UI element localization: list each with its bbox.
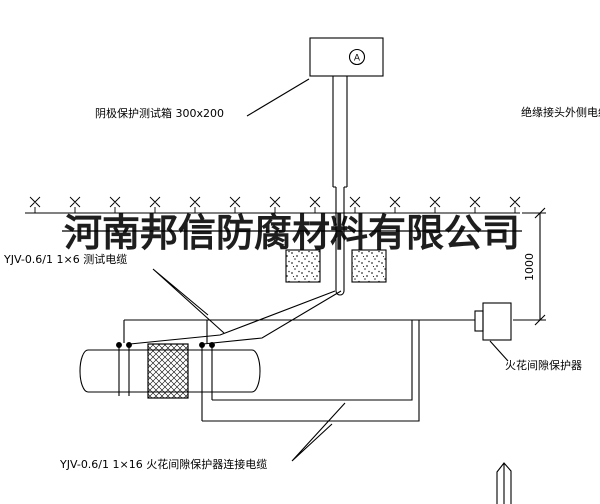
flange-left-lines xyxy=(118,346,130,396)
spark-gap-cable-label: YJV-0.6/1 1×16 火花间隙保护器连接电缆 xyxy=(59,457,267,471)
spark-gap-cable-drops xyxy=(123,320,208,343)
insulation-joint-cable-label: 绝缘接头外侧电缆 xyxy=(521,105,600,119)
cable-weld-dot-2 xyxy=(126,342,132,348)
corner-detail-symbol xyxy=(496,462,512,504)
cable-weld-dot-1 xyxy=(116,342,122,348)
test-cable-line-2 xyxy=(202,290,342,345)
concrete-block-right xyxy=(351,249,387,283)
spark-gap-cable-route-2 xyxy=(201,320,420,422)
test-cable-label: YJV-0.6/1 1×6 测试电缆 xyxy=(3,253,127,266)
flange-right-lines xyxy=(201,346,213,396)
concrete-block-left xyxy=(285,249,321,283)
spark-gap-cable-route-1 xyxy=(211,320,413,401)
test-box-outline xyxy=(309,37,384,77)
pipe-left-cap xyxy=(79,349,89,393)
pipe-right-cap xyxy=(251,349,261,393)
test-cable-line-1 xyxy=(129,290,336,345)
riser-conduit-upper xyxy=(332,76,348,188)
spark-gap-cable-leader-lines xyxy=(291,402,346,462)
company-watermark: 河南邦信防腐材料有限公司 xyxy=(64,210,520,255)
riser-conduit-lower xyxy=(335,187,345,291)
dimension-value: 1000 xyxy=(523,253,536,281)
ammeter-circle-icon xyxy=(348,48,366,66)
cable-weld-dot-4 xyxy=(209,342,215,348)
conduit-bottom-bell xyxy=(335,290,345,296)
spark-gap-protector-label: 火花间隙保护器 xyxy=(505,358,582,372)
ground-surface-marks xyxy=(29,196,521,213)
ammeter-letter: A xyxy=(354,54,361,64)
dimension-tick-marks xyxy=(534,207,546,326)
cable-weld-dot-3 xyxy=(199,342,205,348)
spark-gap-protector-connector xyxy=(474,310,484,332)
test-cable-leader-lines xyxy=(152,268,225,334)
test-box-leader-line xyxy=(246,78,310,117)
spark-gap-protector-leader xyxy=(489,340,509,362)
spark-gap-protector-box xyxy=(482,302,512,341)
test-box-label: 阴极保护测试箱 300x200 xyxy=(95,106,224,120)
insulating-joint xyxy=(147,343,189,399)
